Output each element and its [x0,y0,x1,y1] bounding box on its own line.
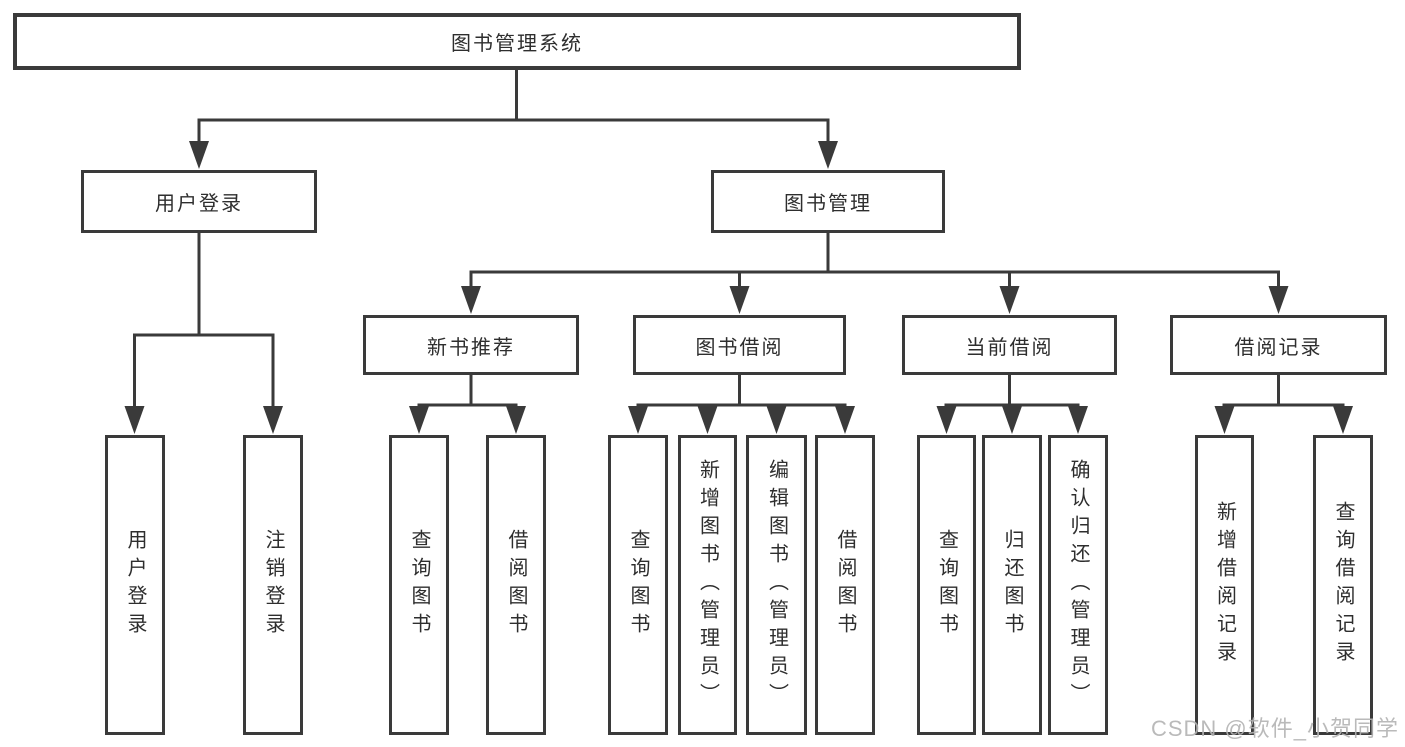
node-nb-borrow-books-label: 借阅图书 [505,529,527,641]
arrow-down-icon [936,406,957,434]
node-root-label: 图书管理系统 [451,33,583,55]
node-user-login-leaf-label: 用户登录 [124,529,146,641]
node-bw-query-books-label: 查询图书 [627,529,649,641]
arrow-down-icon [506,406,526,434]
node-bw-borrow-books: 借阅图书 [815,435,875,735]
node-cb-return-books-label: 归还图书 [1001,529,1023,641]
arrow-down-icon [461,286,481,314]
node-nb-borrow-books: 借阅图书 [486,435,546,735]
csdn-watermark: CSDN @软件_小贺同学 [1150,716,1399,741]
node-cb-confirm-return-admin: 确认归还（管理员） [1048,435,1108,735]
arrow-down-icon [999,286,1020,314]
node-new-book-recommend-label: 新书推荐 [427,336,515,359]
arrow-down-icon [697,406,718,434]
node-root: 图书管理系统 [13,13,1021,70]
arrow-down-icon [729,286,750,314]
arrow-down-icon [835,406,855,434]
node-br-query-record-label: 查询借阅记录 [1332,501,1354,669]
arrow-down-icon [1068,406,1088,434]
arrow-down-icon [189,141,209,169]
node-borrow-records: 借阅记录 [1170,315,1387,375]
arrow-down-icon [263,406,283,434]
arrow-down-icon [628,406,648,434]
node-new-book-recommend: 新书推荐 [363,315,579,375]
node-bw-add-books-admin-label: 新增图书（管理员） [696,459,719,711]
connector-group [124,70,1353,434]
arrow-down-icon [1268,286,1289,314]
node-user-login-label: 用户登录 [155,193,243,215]
node-borrow-records-label: 借阅记录 [1234,336,1323,359]
node-nb-query-books-label: 查询图书 [408,529,430,641]
node-logout-leaf: 注销登录 [243,435,303,735]
node-bw-borrow-books-label: 借阅图书 [834,529,856,641]
node-user-login: 用户登录 [81,170,317,233]
node-cb-confirm-return-admin-label: 确认归还（管理员） [1067,459,1089,711]
node-book-management-label: 图书管理 [784,193,872,215]
node-br-add-record-label: 新增借阅记录 [1213,501,1236,669]
node-bw-edit-books-admin-label: 编辑图书（管理员） [765,459,788,711]
arrow-down-icon [818,141,838,169]
node-bw-query-books: 查询图书 [608,435,668,735]
node-br-add-record: 新增借阅记录 [1195,435,1254,735]
node-bw-edit-books-admin: 编辑图书（管理员） [746,435,807,735]
node-bw-add-books-admin: 新增图书（管理员） [678,435,737,735]
arrow-down-icon [409,406,429,434]
node-nb-query-books: 查询图书 [389,435,449,735]
node-book-management: 图书管理 [711,170,945,233]
node-user-login-leaf: 用户登录 [105,435,165,735]
node-br-query-record: 查询借阅记录 [1313,435,1373,735]
arrow-down-icon [124,406,145,434]
node-book-borrow: 图书借阅 [633,315,846,375]
arrow-down-icon [766,406,787,434]
node-logout-leaf-label: 注销登录 [262,529,284,641]
arrow-down-icon [1002,406,1022,434]
node-cb-query-books: 查询图书 [917,435,976,735]
arrow-down-icon [1333,406,1353,434]
arrow-down-icon [1214,406,1235,434]
node-current-borrow-label: 当前借阅 [965,336,1054,359]
node-current-borrow: 当前借阅 [902,315,1117,375]
node-cb-query-books-label: 查询图书 [935,529,958,641]
node-cb-return-books: 归还图书 [982,435,1042,735]
node-book-borrow-label: 图书借阅 [695,336,784,359]
